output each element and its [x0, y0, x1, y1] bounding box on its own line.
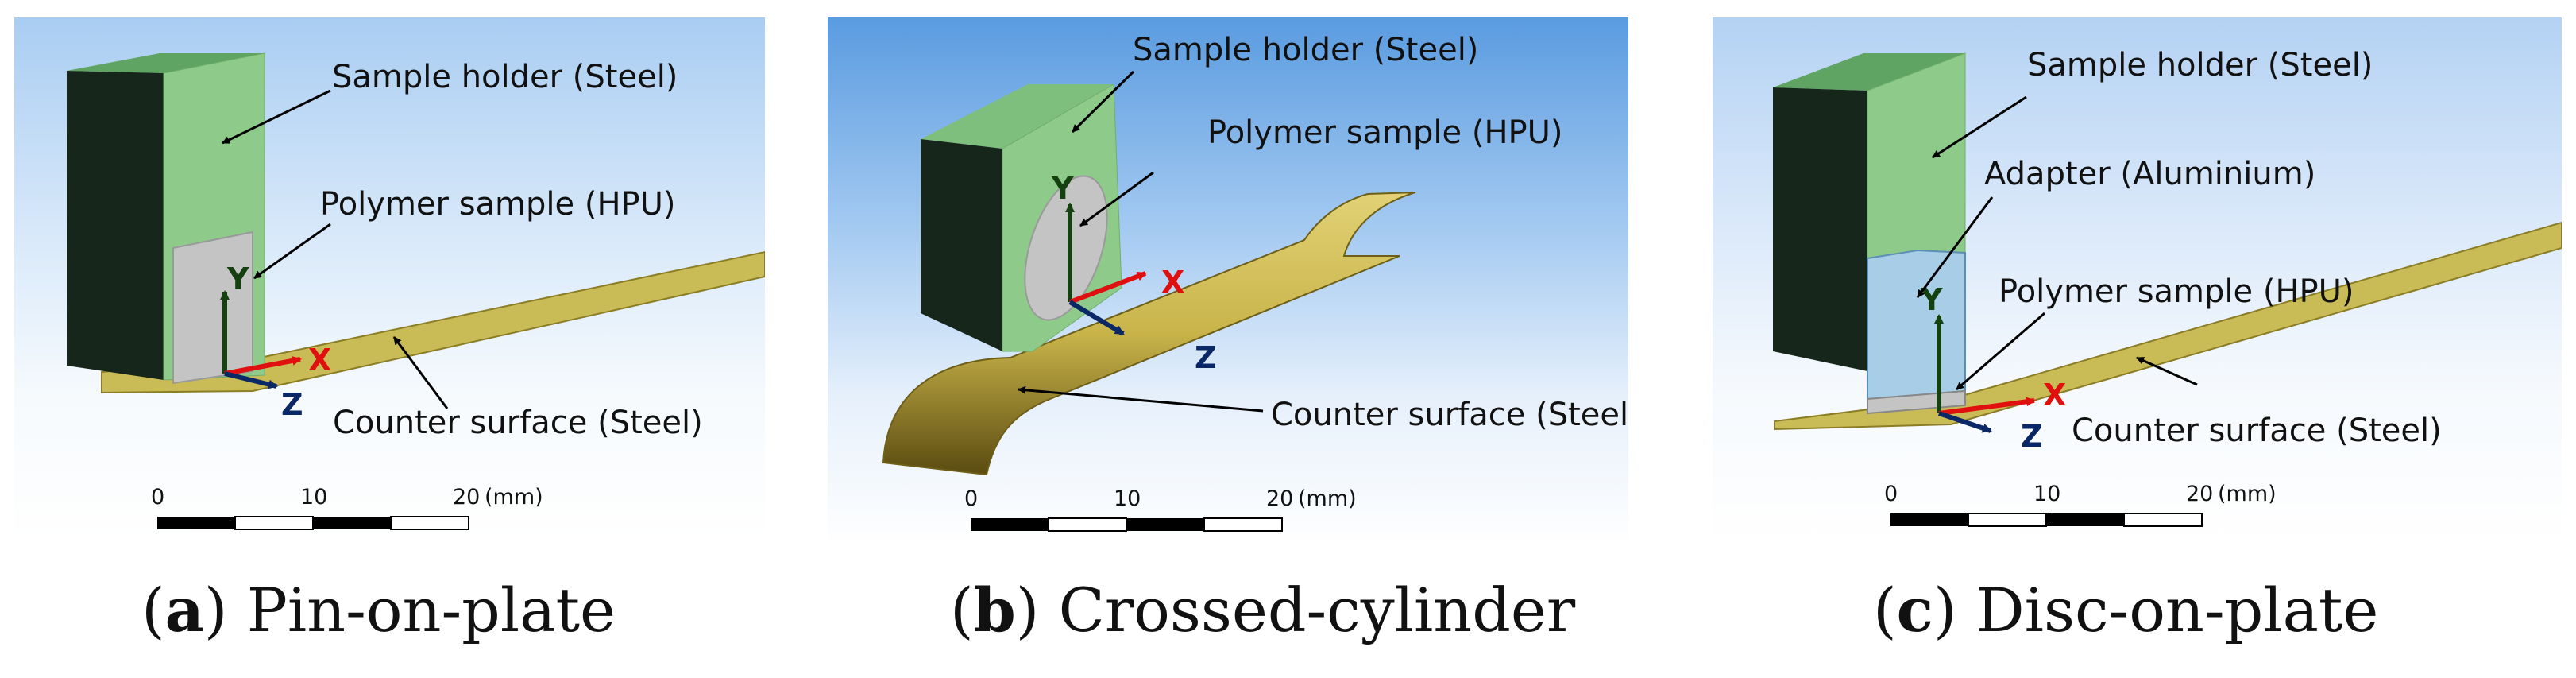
axis-x-arrow [224, 355, 302, 376]
panel-c-drawing: Y X Z Sample holder (Steel) Adapter (Alu… [1773, 47, 2562, 527]
axis-z-label: Z [1195, 340, 1217, 375]
label-polymer-sample: Polymer sample (HPU) [1999, 273, 2354, 310]
adapter [1867, 249, 1966, 401]
sample-leader-arrow [1079, 171, 1154, 227]
label-polymer-sample: Polymer sample (HPU) [1207, 114, 1563, 151]
scale-tick-0: 0 [1884, 482, 1898, 506]
scale-tick-20: 20 [2186, 482, 2213, 506]
caption-b-text: Crossed-cylinder [1058, 575, 1576, 645]
sample-holder-side [1773, 87, 1867, 371]
sample-holder-side [921, 139, 1002, 351]
caption-c-letter: c [1896, 575, 1933, 645]
polymer-sample [1024, 175, 1108, 321]
axis-z-arrow [1938, 411, 1992, 433]
scale-tick-10: 10 [2033, 482, 2060, 506]
axis-y-label: Y [226, 262, 249, 296]
panel-b-drawing: Y X Z Sample holder (Steel) Polymer samp… [882, 32, 1628, 532]
sample-holder-top [1773, 53, 1965, 91]
sample-holder-top [67, 53, 265, 73]
scale-bar [1890, 513, 2203, 527]
scale-unit: (mm) [2218, 482, 2277, 506]
sample-leader-arrow [1956, 312, 2045, 391]
panel-a-pin-on-plate: Y X Z Sample holder (Steel) Polymer samp… [14, 17, 765, 542]
holder-leader-arrow [1932, 95, 2027, 159]
caption-b-letter: b [973, 575, 1016, 645]
axis-x-label: X [1161, 265, 1184, 300]
caption-a-text: Pin-on-plate [246, 575, 616, 645]
panel-b-crossed-cylinder: Y X Z Sample holder (Steel) Polymer samp… [828, 17, 1628, 546]
scale-bar [157, 516, 469, 530]
polymer-sample [172, 231, 253, 385]
sample-leader-arrow [253, 223, 331, 280]
sample-holder-top [921, 84, 1114, 149]
caption-b: (b) Crossed-cylinder [950, 575, 1576, 645]
caption-a: (a) Pin-on-plate [141, 575, 616, 645]
axis-z-arrow [224, 371, 278, 389]
scale-tick-20: 20 [453, 485, 480, 509]
label-counter-surface: Counter surface (Steel) [2072, 413, 2442, 449]
counter-leader-arrow [392, 336, 449, 409]
axis-z-label: Z [281, 387, 303, 422]
panel-a-drawing: Y X Z Sample holder (Steel) Polymer samp… [67, 52, 765, 530]
axis-z-arrow [1068, 300, 1125, 336]
axis-x-arrow [1938, 397, 2036, 416]
counter-surface-cylinder [882, 192, 1416, 476]
caption-c-text: Disc-on-plate [1975, 575, 2379, 645]
caption-c: (c) Disc-on-plate [1873, 575, 2379, 645]
axis-z-label: Z [2021, 419, 2043, 454]
holder-leader-arrow [222, 89, 331, 145]
label-adapter: Adapter (Aluminium) [1984, 156, 2315, 192]
label-sample-holder: Sample holder (Steel) [1133, 32, 1478, 68]
label-polymer-sample: Polymer sample (HPU) [320, 186, 676, 223]
scale-unit: (mm) [485, 485, 543, 509]
label-counter-surface: Counter surface (Steel) [333, 405, 703, 441]
caption-a-letter: a [164, 575, 204, 645]
axis-x-label: X [308, 343, 331, 378]
scale-bar [971, 517, 1283, 532]
sample-holder-side [67, 71, 164, 380]
scale-tick-0: 0 [151, 485, 164, 509]
axis-y-label: Y [1920, 282, 1943, 317]
label-sample-holder: Sample holder (Steel) [332, 59, 678, 95]
counter-leader-arrow [1018, 385, 1264, 413]
label-counter-surface: Counter surface (Steel) [1271, 397, 1628, 433]
counter-leader-arrow [2136, 356, 2198, 386]
scale-tick-0: 0 [964, 486, 978, 511]
scale-tick-10: 10 [300, 485, 327, 509]
adapter-leader-arrow [1916, 196, 1994, 298]
scale-tick-20: 20 [1266, 486, 1293, 511]
label-sample-holder: Sample holder (Steel) [2027, 47, 2373, 83]
axis-y-label: Y [1051, 171, 1074, 206]
axis-x-arrow [1068, 271, 1147, 304]
holder-leader-arrow [1071, 70, 1135, 134]
scale-tick-10: 10 [1114, 486, 1141, 511]
axis-x-label: X [2043, 378, 2066, 413]
scale-unit: (mm) [1298, 486, 1357, 511]
panel-c-disc-on-plate: Y X Z Sample holder (Steel) Adapter (Alu… [1713, 17, 2562, 542]
